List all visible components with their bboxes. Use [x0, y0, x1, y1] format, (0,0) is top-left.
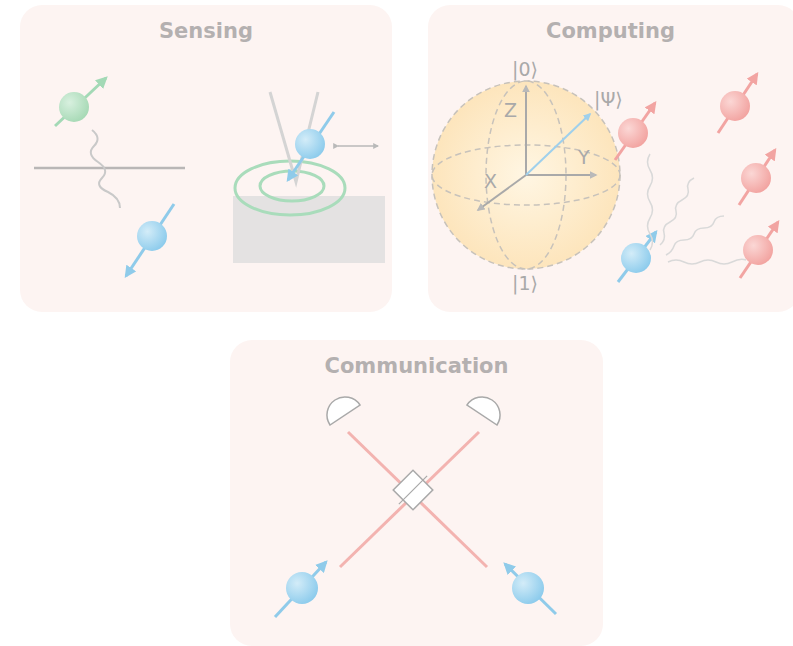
- computing-panel: Computing: [428, 5, 793, 312]
- communication-panel: Communication: [230, 340, 603, 646]
- panel-title: Computing: [428, 5, 793, 43]
- ket-one: |1⟩: [512, 274, 538, 293]
- panel-title: Sensing: [20, 5, 392, 43]
- axis-label: X: [484, 172, 497, 191]
- sensing-panel: Sensing: [20, 5, 392, 312]
- state-label: |Ψ⟩: [594, 90, 623, 109]
- panel-title: Communication: [230, 340, 603, 378]
- axis-label: Y: [578, 148, 590, 167]
- ket-zero: |0⟩: [512, 60, 538, 79]
- axis-label: Z: [504, 101, 517, 120]
